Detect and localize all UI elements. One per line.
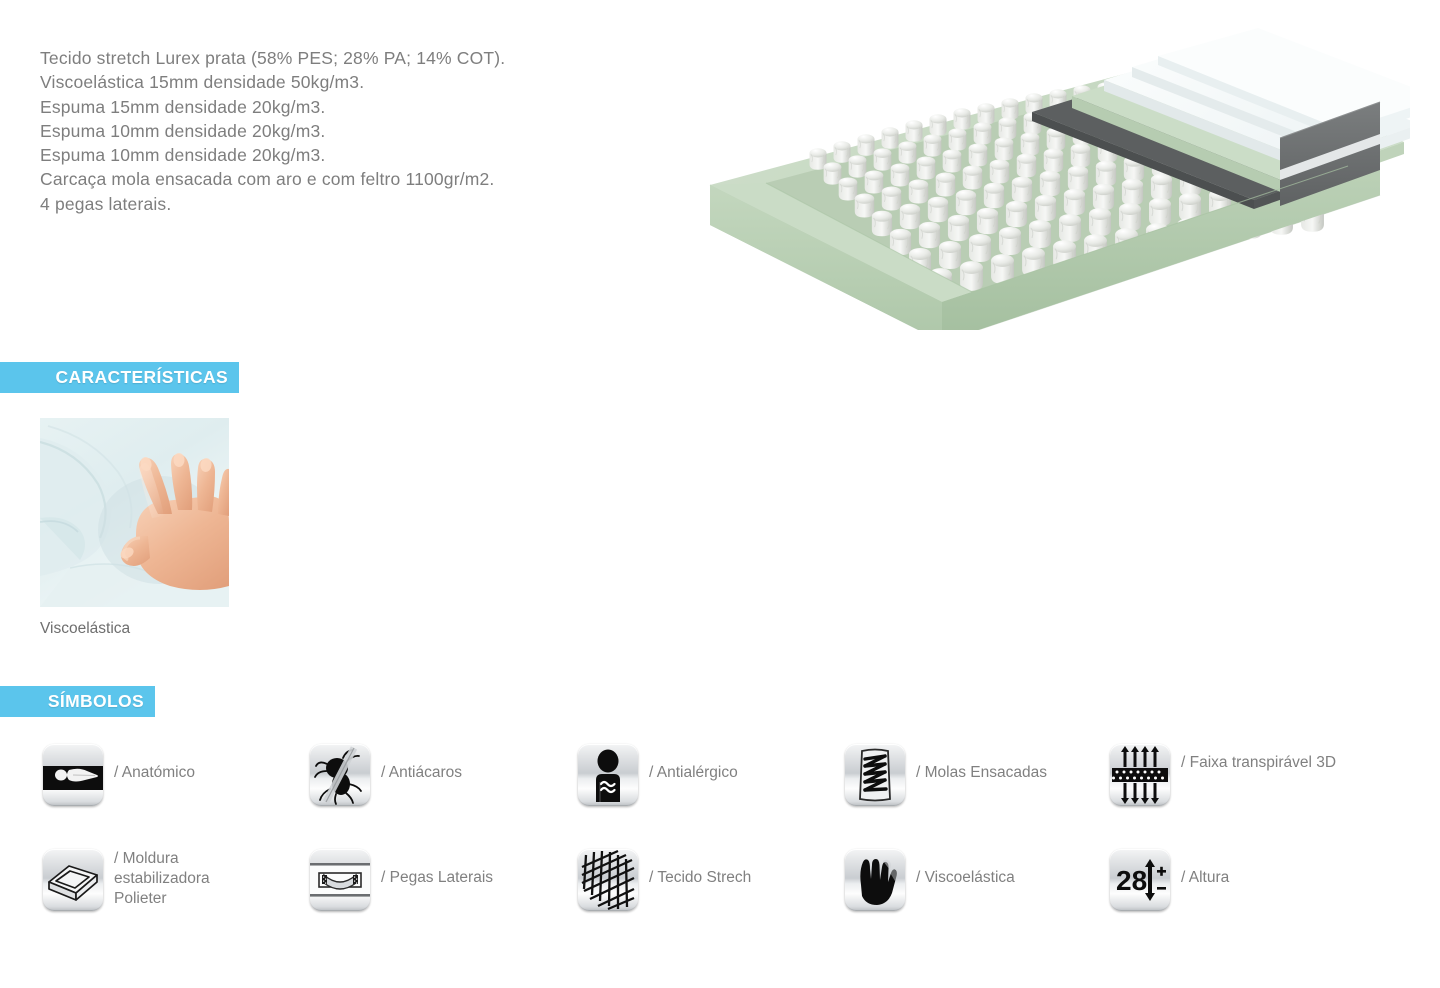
- side-handles-icon: [310, 849, 370, 911]
- height-value: 28: [1116, 865, 1147, 896]
- symbol-item-viscoelastica: / Viscoelástica: [845, 849, 1015, 911]
- spec-line: Tecido stretch Lurex prata (58% PES; 28%…: [40, 48, 506, 68]
- symbol-label: / Altura: [1181, 869, 1230, 886]
- stretch-fabric-mesh-icon: [578, 849, 638, 911]
- pocket-springs-icon: [845, 744, 905, 806]
- viscoelastic-hand-icon: [845, 849, 905, 911]
- symbol-item-faixa-transpiravel-3d: / Faixa transpirável 3D: [1110, 744, 1336, 806]
- feature-viscoelastica: Viscoelástica: [40, 418, 229, 638]
- symbol-label: / Pegas Laterais: [381, 869, 494, 886]
- spec-line: Carcaça mola ensacada com aro e com felt…: [40, 169, 495, 190]
- feature-caption: Viscoelástica: [40, 620, 131, 637]
- product-specification-text: Tecido stretch Lurex prata (58% PES; 28%…: [40, 46, 660, 216]
- symbol-label: / Viscoelástica: [916, 869, 1015, 886]
- anti-dust-mite-icon: [310, 744, 370, 806]
- symbol-item-antiacaros: / Antiácaros: [310, 744, 462, 806]
- symbol-label: / Antialérgico: [649, 764, 738, 781]
- symbol-item-pegas-laterais: / Pegas Laterais: [310, 849, 493, 911]
- symbol-item-molas-ensacadas: / Molas Ensacadas: [845, 744, 1047, 806]
- spec-line: 4 pegas laterais.: [40, 193, 172, 214]
- section-title-simbolos: SÍMBOLOS: [47, 691, 144, 711]
- section-header-caracteristicas: CARACTERÍSTICAS: [0, 362, 239, 393]
- symbol-item-altura: 28 / Altura: [1110, 849, 1229, 911]
- spec-line: Espuma 10mm densidade 20kg/m3.: [40, 120, 326, 141]
- symbol-item-tecido-strech: / Tecido Strech: [578, 849, 751, 911]
- symbols-row: / Moldura estabilizadora Polieter: [0, 849, 1440, 954]
- symbol-label: / Molas Ensacadas: [916, 764, 1047, 781]
- height-28-icon: 28: [1110, 849, 1170, 911]
- symbol-label: / Antiácaros: [381, 764, 462, 781]
- symbol-item-antialergico: / Antialérgico: [578, 744, 738, 806]
- mattress-cutaway-illustration: [680, 20, 1410, 330]
- symbol-item-anatomico: / Anatómico: [43, 744, 195, 806]
- symbol-label: / Faixa transpirável 3D: [1181, 754, 1337, 771]
- symbols-row: / Anatómico: [0, 744, 1440, 849]
- section-title-caracteristicas: CARACTERÍSTICAS: [55, 367, 228, 387]
- symbol-item-moldura-estabilizadora: / Moldura estabilizadora Polieter: [43, 849, 239, 911]
- spec-line: Espuma 15mm densidade 20kg/m3.: [40, 96, 326, 117]
- spec-line: Espuma 10mm densidade 20kg/m3.: [40, 145, 326, 166]
- hand-pressing-memory-foam-photo: [40, 418, 229, 607]
- breathable-band-3d-icon: [1110, 744, 1170, 806]
- section-header-simbolos: SÍMBOLOS: [0, 686, 155, 717]
- anatomic-body-icon: [43, 744, 103, 806]
- polyether-frame-icon: [43, 849, 103, 911]
- spec-line: Viscoelástica 15mm densidade 50kg/m3.: [40, 72, 365, 93]
- symbol-label: / Anatómico: [114, 764, 195, 781]
- symbol-label: / Tecido Strech: [649, 869, 752, 886]
- symbols-grid: / Anatómico: [0, 744, 1440, 954]
- symbol-label: / Moldura estabilizadora Polieter: [114, 850, 210, 907]
- anti-allergic-person-icon: [578, 744, 638, 806]
